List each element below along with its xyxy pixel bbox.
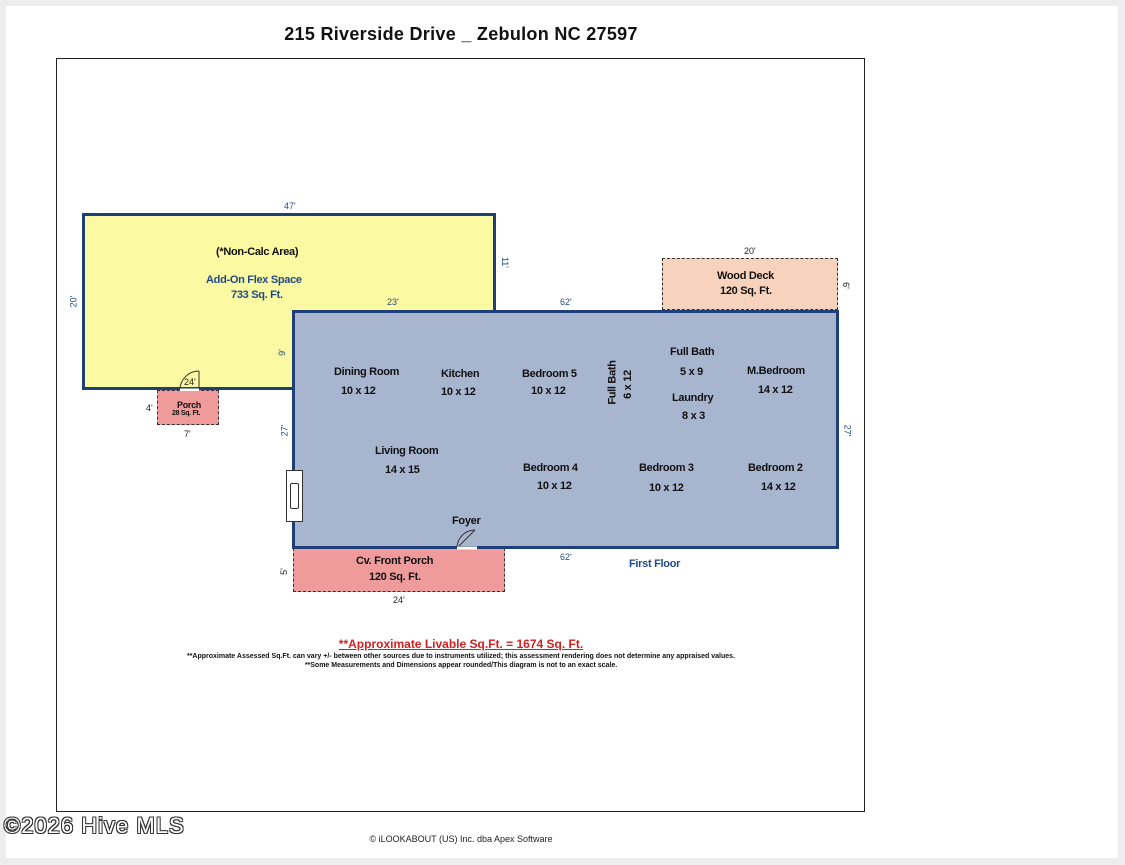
porch-left-dimension: 4' — [146, 403, 153, 413]
main-bottom-dimension: 62' — [560, 552, 572, 562]
full-bath-size: 5 x 9 — [680, 366, 703, 378]
scale-disclaimer: **Some Measurements and Dimensions appea… — [304, 662, 618, 669]
living-room-size: 14 x 15 — [385, 464, 420, 476]
software-copyright: © iLOOKABOUT (US) Inc. dba Apex Software — [369, 834, 553, 844]
full-bath-label: Full Bath — [670, 346, 715, 358]
porch-door-dimension: 24' — [184, 377, 196, 387]
deck-top-dimension: 20' — [744, 246, 756, 256]
full-bath-vertical-label: Full Bath — [606, 360, 619, 405]
flex-top-dimension: 47' — [284, 201, 296, 211]
main-right-dimension: 27' — [842, 424, 853, 437]
wood-deck-area — [662, 258, 838, 310]
bedroom-5-label: Bedroom 5 — [522, 368, 577, 380]
bedroom-4-size: 10 x 12 — [537, 480, 572, 492]
page-title: 215 Riverside Drive _ Zebulon NC 27597 — [284, 24, 638, 44]
porch-door-icon — [179, 370, 200, 391]
diagram-frame — [56, 58, 865, 812]
flex-space-name: Add-On Flex Space — [206, 274, 302, 286]
front-porch-area — [293, 548, 505, 592]
flex-space-sqft: 733 Sq. Ft. — [231, 289, 283, 301]
assessed-disclaimer: **Approximate Assessed Sq.Ft. can vary +… — [186, 653, 736, 660]
living-room-label: Living Room — [375, 445, 439, 457]
first-floor-label: First Floor — [629, 558, 681, 570]
wood-deck-name: Wood Deck — [717, 270, 774, 282]
main-top-dimension: 62' — [560, 297, 572, 307]
laundry-size: 8 x 3 — [682, 410, 705, 422]
bedroom-2-label: Bedroom 2 — [748, 462, 803, 474]
dining-room-size: 10 x 12 — [341, 385, 376, 397]
kitchen-size: 10 x 12 — [441, 386, 476, 398]
master-bedroom-size: 14 x 12 — [758, 384, 793, 396]
front-porch-sqft: 120 Sq. Ft. — [369, 571, 421, 583]
porch-name: Porch — [177, 400, 202, 410]
front-door-icon — [456, 529, 477, 550]
fireplace-icon — [286, 470, 303, 522]
porch-area — [157, 390, 219, 425]
bedroom-2-size: 14 x 12 — [761, 481, 796, 493]
porch-bottom-dimension: 7' — [184, 429, 191, 439]
bedroom-4-label: Bedroom 4 — [523, 462, 578, 474]
front-porch-left-dimension: 5' — [278, 568, 289, 575]
flex-left-dimension: 20' — [68, 295, 79, 308]
main-left-dimension: 27' — [279, 424, 290, 437]
wood-deck-sqft: 120 Sq. Ft. — [720, 285, 772, 297]
first-floor-area — [292, 310, 839, 549]
deck-right-dimension: 6' — [840, 282, 851, 289]
master-bedroom-label: M.Bedroom — [747, 365, 805, 377]
laundry-label: Laundry — [672, 392, 714, 404]
flex-right-dimension: 11' — [500, 256, 511, 269]
porch-sqft: 28 Sq. Ft. — [172, 410, 201, 417]
mls-watermark: ©2026 Hive MLS — [4, 813, 185, 838]
bedroom-5-size: 10 x 12 — [531, 385, 566, 397]
main-top-inner-dimension: 23' — [387, 297, 399, 307]
foyer-label: Foyer — [452, 515, 481, 527]
bedroom-3-size: 10 x 12 — [649, 482, 684, 494]
flex-inner-dimension: 9' — [276, 349, 287, 356]
livable-sqft-note: **Approximate Livable Sq.Ft. = 1674 Sq. … — [338, 637, 584, 651]
dining-room-label: Dining Room — [334, 366, 400, 378]
kitchen-label: Kitchen — [441, 368, 480, 380]
flex-non-calc-label: (*Non-Calc Area) — [216, 246, 299, 258]
front-porch-bottom-dimension: 24' — [393, 595, 405, 605]
full-bath-vertical-size: 6 x 12 — [621, 370, 634, 399]
front-porch-name: Cv. Front Porch — [356, 555, 434, 567]
bedroom-3-label: Bedroom 3 — [639, 462, 694, 474]
